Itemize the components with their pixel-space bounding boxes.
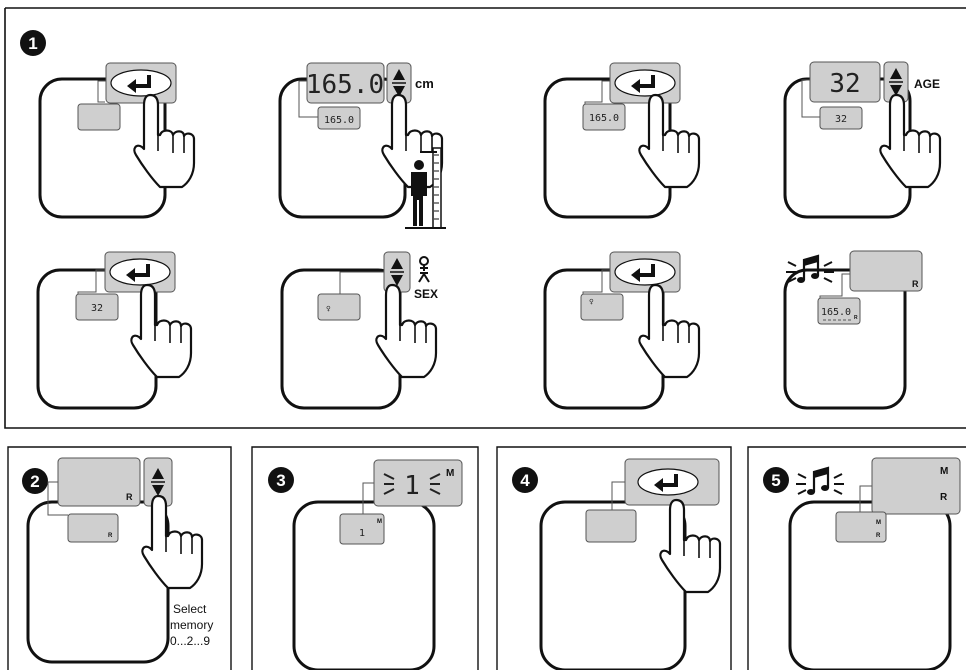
memory-flash-indicator: M — [446, 468, 454, 479]
select-memory-line-2: memory — [170, 618, 213, 632]
height-small-value: 165.0 — [324, 115, 354, 126]
small-display — [835, 511, 887, 543]
memory-small-m-indicator: M — [377, 519, 382, 525]
small-display — [77, 103, 121, 131]
memory-small-digit: 1 — [359, 528, 365, 539]
stored-small-m-indicator: M — [876, 520, 881, 526]
small-display — [585, 509, 637, 543]
sex-label: SEX — [414, 287, 438, 301]
enter-button-icon — [613, 257, 677, 287]
small-display — [819, 106, 863, 130]
stored-display-r-indicator: R — [940, 492, 948, 503]
step-3-number: 3 — [276, 471, 285, 490]
stored-display-m-indicator: M — [940, 466, 948, 477]
sex-small-value: ♀ — [326, 304, 331, 313]
scale-outline — [788, 500, 952, 670]
sex-symbol-icon — [418, 256, 430, 283]
enter-button-icon — [636, 467, 700, 497]
small-display — [67, 513, 119, 543]
select-memory-line-1: Select — [173, 602, 207, 616]
display-panel — [306, 62, 385, 104]
confirm-small-value: 165.0 — [821, 307, 851, 318]
small-display — [317, 106, 361, 130]
step-2-frame — [7, 446, 232, 670]
step-2-number: 2 — [30, 472, 39, 491]
step-2-badge: 2 — [22, 468, 48, 494]
height-unit: cm — [415, 76, 434, 91]
display-panel — [809, 61, 881, 103]
step-4-badge: 4 — [512, 467, 538, 493]
age-confirm-small-value: 32 — [91, 303, 103, 314]
small-display — [582, 103, 626, 131]
confirm-small-indicator: R — [854, 315, 858, 321]
small-display — [817, 297, 861, 325]
step-5-badge: 5 — [763, 467, 789, 493]
panel-1-age: 32 AGE 32 — [783, 61, 942, 219]
small-display — [317, 293, 361, 321]
step-1-frame — [4, 7, 966, 429]
small-display — [580, 293, 624, 321]
small-display — [75, 293, 119, 321]
panel-4-confirm-memory — [539, 458, 722, 670]
panel-1-enter-age: 32 — [36, 251, 193, 410]
display-panel — [849, 250, 923, 292]
step-5-number: 5 — [771, 471, 780, 490]
step-4-number: 4 — [520, 471, 530, 490]
step-5-frame — [747, 446, 966, 670]
memory-display-indicator: R — [126, 492, 133, 502]
scale-outline — [783, 268, 907, 410]
panel-1-enter — [38, 62, 196, 219]
enter-button-icon — [108, 257, 172, 287]
stored-small-r-indicator: R — [876, 533, 881, 539]
step-3-frame — [251, 446, 479, 670]
sex-confirm-small-value: ♀ — [589, 297, 594, 306]
panel-5-memory-stored: M R M R — [788, 457, 961, 670]
confirm-display-indicator: R — [912, 279, 919, 289]
panel-3-memory-flash: 1 M 1 M — [292, 459, 463, 670]
enter-button-icon — [613, 68, 677, 98]
step-1-badge: 1 — [20, 30, 46, 56]
step-4-frame — [496, 446, 732, 670]
height-display-value: 165.0 — [306, 70, 384, 100]
panel-1-enter-height: 165.0 — [543, 62, 701, 219]
select-memory-line-3: 0...2...9 — [170, 634, 210, 648]
height-confirm-small-value: 165.0 — [589, 113, 619, 124]
age-display-value: 32 — [829, 69, 860, 99]
panel-2-select-memory: R R Select memory 0...2...9 — [26, 457, 213, 664]
enter-button-icon — [109, 68, 173, 98]
memory-flash-digit: 1 — [404, 471, 420, 501]
memory-small-indicator: R — [108, 533, 113, 539]
step-1-number: 1 — [28, 34, 37, 53]
step-3-badge: 3 — [268, 467, 294, 493]
person-height-icon — [405, 147, 446, 229]
small-display — [339, 513, 385, 545]
panel-1-enter-sex: ♀ — [543, 251, 701, 410]
panel-1-confirm: R 165.0 R — [783, 250, 923, 410]
panel-1-sex: ♀ SEX — [280, 251, 438, 410]
panel-1-height: 165.0 cm 165.0 — [278, 62, 446, 229]
age-small-value: 32 — [835, 114, 847, 125]
scale-outline — [292, 500, 436, 670]
age-label: AGE — [914, 77, 940, 91]
beep-icon — [794, 466, 846, 497]
